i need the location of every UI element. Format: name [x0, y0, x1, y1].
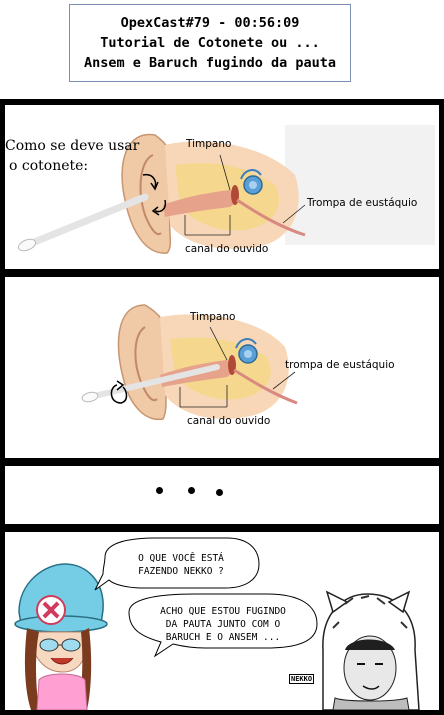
bubble2-line-1: ACHO QUE ESTOU FUGINDO [160, 606, 286, 617]
name-tag: NEKKO [289, 674, 315, 684]
bubble2-line-2: DA PAUTA JUNTO COM O [165, 619, 281, 630]
panel-2: Timpano trompa de eustáquio canal do ouv… [5, 277, 439, 458]
panel-4: O QUE VOCÊ ESTÁ FAZENDO NEKKO ? ACHO QUE… [5, 532, 439, 710]
ellipsis-dot [156, 487, 163, 494]
title-line-1: OpexCast#79 - 00:56:09 [120, 15, 300, 31]
label-eustachian: Trompa de eustáquio [307, 197, 418, 209]
panel-4-art [14, 537, 420, 710]
question-line-2: o cotonete: [9, 158, 89, 174]
panel-1: Como se deve usar o cotonete: Timpano Tr… [5, 105, 439, 269]
speech-bubble-1: O QUE VOCÊ ESTÁ FAZENDO NEKKO ? [108, 552, 254, 578]
label-tympanum: Timpano [186, 138, 232, 150]
bubble1-line-2: FAZENDO NEKKO ? [138, 566, 224, 577]
panel-3-ellipsis [5, 466, 439, 524]
speech-bubble-2: ACHO QUE ESTOU FUGINDO DA PAUTA JUNTO CO… [133, 605, 313, 644]
ear-diagram-2 [81, 304, 298, 421]
title-line-3: Ansem e Baruch fugindo da pauta [84, 55, 336, 71]
label-eustachian: trompa de eustáquio [285, 359, 395, 371]
bubble2-line-3: BARUCH E O ANSEM ... [165, 632, 281, 643]
label-tympanum: Timpano [190, 311, 236, 323]
label-canal: canal do ouvido [187, 415, 271, 427]
ellipsis-dot [216, 489, 223, 496]
ellipsis-dot [188, 487, 195, 494]
question-line-1: Como se deve usar [5, 138, 140, 154]
label-canal: canal do ouvido [185, 243, 269, 255]
ear-diagram-1 [17, 125, 435, 254]
title-line-2: Tutorial de Cotonete ou ... [100, 35, 320, 51]
title-box: OpexCast#79 - 00:56:09 Tutorial de Coton… [69, 4, 351, 82]
bubble1-line-1: O QUE VOCÊ ESTÁ [138, 553, 224, 564]
